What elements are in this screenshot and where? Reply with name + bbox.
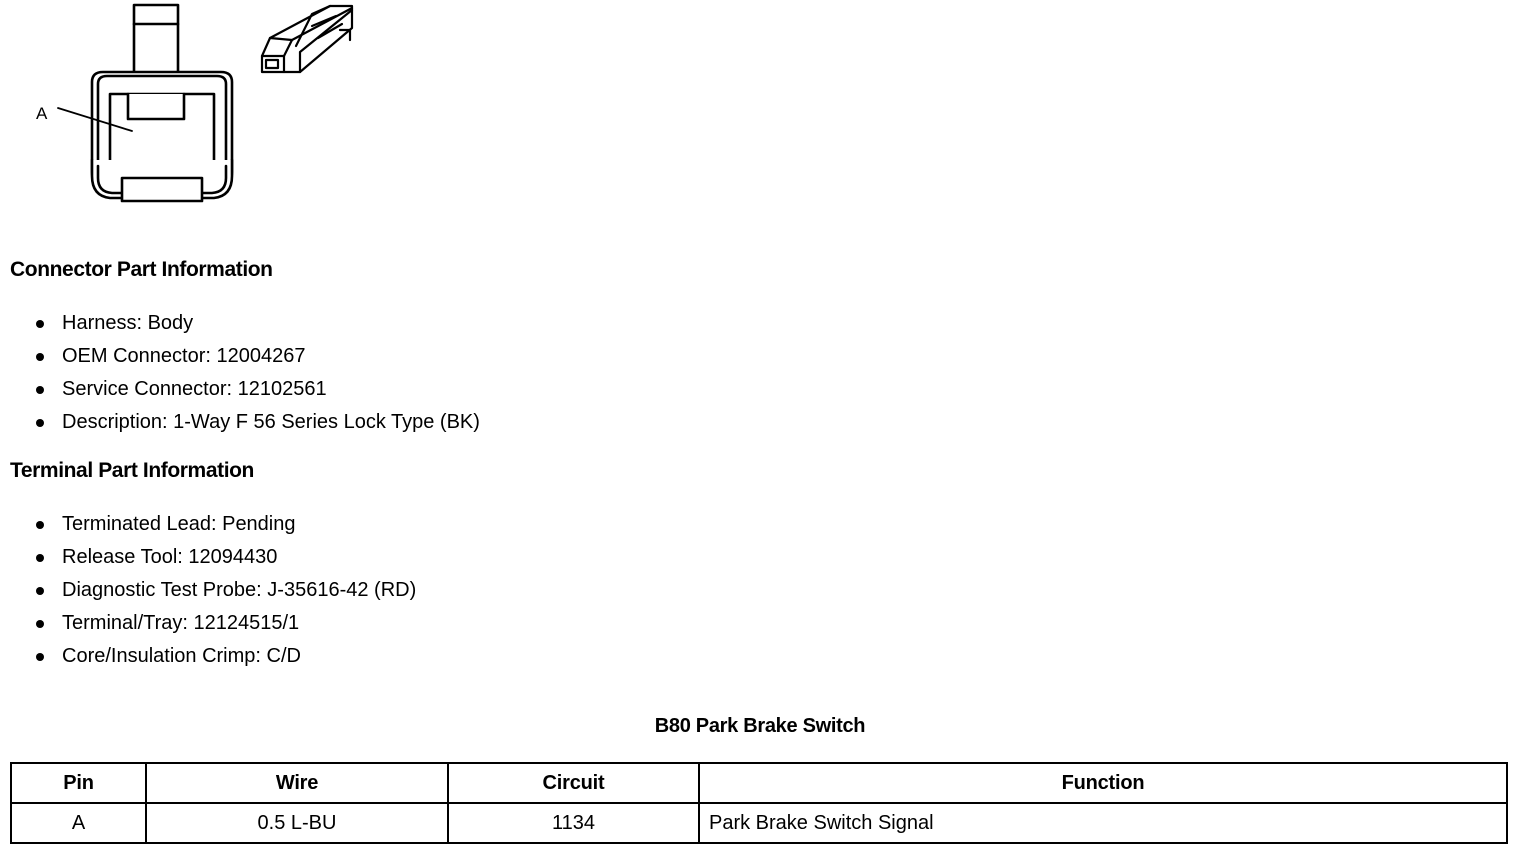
list-item-label: Description: 1-Way F 56 Series Lock Type… xyxy=(62,411,480,434)
bullet-icon xyxy=(36,320,44,329)
document-body: Connector Part Information Harness: Body… xyxy=(10,258,1010,673)
list-item-label: Diagnostic Test Probe: J-35616-42 (RD) xyxy=(62,579,417,602)
terminal-drawing xyxy=(260,4,354,74)
cell-function: Park Brake Switch Signal xyxy=(698,802,1508,844)
connector-latch-skirt xyxy=(126,92,186,121)
column-header-pin: Pin xyxy=(10,762,147,804)
list-item-label: Core/Insulation Crimp: C/D xyxy=(62,645,301,668)
connector-part-information-heading: Connector Part Information xyxy=(10,258,273,281)
table-row: A 0.5 L-BU 1134 Park Brake Switch Signal xyxy=(10,802,1508,844)
bullet-icon xyxy=(36,521,44,530)
connector-illustration: A xyxy=(0,0,400,240)
terminal-part-information-section: Terminal Part Information Terminated Lea… xyxy=(10,459,1010,673)
bullet-icon xyxy=(36,587,44,596)
bullet-icon xyxy=(36,386,44,395)
connector-part-information-list: Harness: Body OEM Connector: 12004267 Se… xyxy=(10,307,1010,439)
list-item: Core/Insulation Crimp: C/D xyxy=(10,640,1010,673)
list-item-label: Terminal/Tray: 12124515/1 xyxy=(62,612,300,635)
callout-leader-line xyxy=(57,107,133,132)
list-item-label: Release Tool: 12094430 xyxy=(62,546,278,569)
list-item: Release Tool: 12094430 xyxy=(10,541,1010,574)
list-item-label: Service Connector: 12102561 xyxy=(62,378,327,401)
bullet-icon xyxy=(36,653,44,662)
list-item-label: Terminated Lead: Pending xyxy=(62,513,296,536)
list-item-label: OEM Connector: 12004267 xyxy=(62,345,306,368)
pin-table-container: Pin Wire Circuit Function A 0.5 L-BU 113… xyxy=(10,762,1508,844)
list-item: Diagnostic Test Probe: J-35616-42 (RD) xyxy=(10,574,1010,607)
bullet-icon xyxy=(36,554,44,563)
callout-label-a: A xyxy=(36,104,48,123)
cell-pin: A xyxy=(10,802,147,844)
cell-wire: 0.5 L-BU xyxy=(145,802,449,844)
connector-part-information-section: Connector Part Information Harness: Body… xyxy=(10,258,1010,439)
cell-circuit: 1134 xyxy=(447,802,700,844)
bullet-icon xyxy=(36,419,44,428)
column-header-wire: Wire xyxy=(145,762,449,804)
connector-base-skirt xyxy=(90,158,234,203)
terminal-part-information-heading: Terminal Part Information xyxy=(10,459,254,483)
list-item: Terminated Lead: Pending xyxy=(10,508,1010,541)
list-item: Harness: Body xyxy=(10,307,1010,340)
list-item: Terminal/Tray: 12124515/1 xyxy=(10,607,1010,640)
bullet-icon xyxy=(36,353,44,362)
list-item: OEM Connector: 12004267 xyxy=(10,340,1010,373)
table-header-row: Pin Wire Circuit Function xyxy=(10,762,1508,804)
pin-table-title: B80 Park Brake Switch xyxy=(654,715,866,737)
column-header-circuit: Circuit xyxy=(447,762,700,804)
list-item-label: Harness: Body xyxy=(62,312,194,335)
bullet-icon xyxy=(36,620,44,629)
connector-illustration-svg: A xyxy=(36,3,354,203)
list-item: Description: 1-Way F 56 Series Lock Type… xyxy=(10,406,1010,439)
list-item: Service Connector: 12102561 xyxy=(10,373,1010,406)
column-header-function: Function xyxy=(698,762,1508,804)
terminal-part-information-list: Terminated Lead: Pending Release Tool: 1… xyxy=(10,508,1010,673)
pin-table: Pin Wire Circuit Function A 0.5 L-BU 113… xyxy=(10,762,1508,844)
